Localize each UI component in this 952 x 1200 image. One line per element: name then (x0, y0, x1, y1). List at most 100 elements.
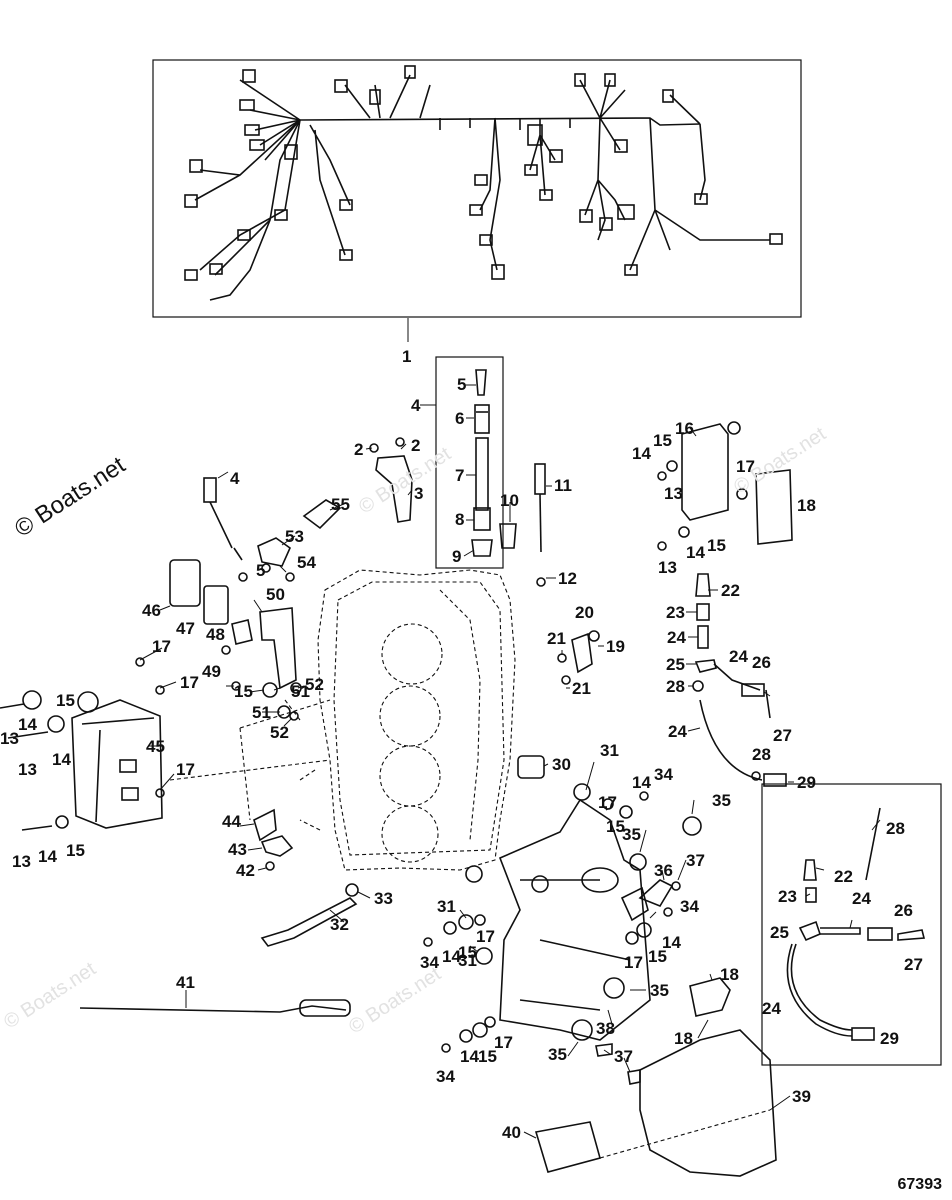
callout-29: 29 (880, 1029, 899, 1048)
callout-2: 2 (411, 436, 420, 455)
callout-25: 25 (770, 923, 789, 942)
callout-18: 18 (797, 496, 816, 515)
callout-49: 49 (202, 662, 221, 681)
callout-15: 15 (66, 841, 85, 860)
callout-48: 48 (206, 625, 225, 644)
callout-24: 24 (729, 647, 748, 666)
callout-38: 38 (596, 1019, 615, 1038)
engine-block-outline (284, 569, 516, 871)
callout-6: 6 (455, 409, 464, 428)
callout-4: 4 (411, 396, 421, 415)
callout-17: 17 (476, 927, 495, 946)
callout-35: 35 (548, 1045, 567, 1064)
callout-14: 14 (18, 715, 37, 734)
callout-51: 51 (291, 682, 310, 701)
dashed-assembly-line-3 (169, 759, 331, 781)
callout-54: 54 (297, 553, 316, 572)
callout-32: 32 (330, 915, 349, 934)
fuel-line-kit-box (761, 783, 942, 1066)
callout-29: 29 (797, 773, 816, 792)
callout-45: 45 (146, 737, 165, 756)
leader-lines (139, 384, 881, 1139)
callout-5: 5 (457, 375, 466, 394)
callout-51: 51 (252, 703, 271, 722)
callout-14: 14 (686, 543, 705, 562)
callout-31: 31 (458, 951, 477, 970)
callout-26: 26 (894, 901, 913, 920)
callout-17: 17 (152, 637, 171, 656)
callout-28: 28 (666, 677, 685, 696)
callout-34: 34 (420, 953, 439, 972)
callout-31: 31 (600, 741, 619, 760)
callout-7: 7 (455, 466, 464, 485)
callout-17: 17 (624, 953, 643, 972)
callout-14: 14 (38, 847, 57, 866)
callout-13: 13 (658, 558, 677, 577)
callout-17: 17 (598, 793, 617, 812)
callout-14: 14 (442, 947, 461, 966)
callout-46: 46 (142, 601, 161, 620)
callout-47: 47 (176, 619, 195, 638)
callout-44: 44 (222, 812, 241, 831)
callout-28: 28 (886, 819, 905, 838)
callout-35: 35 (650, 981, 669, 1000)
dashed-assembly-line-4 (599, 1109, 771, 1159)
callout-24: 24 (667, 628, 686, 647)
callout-25: 25 (666, 655, 685, 674)
callout-14: 14 (632, 773, 651, 792)
callout-17: 17 (494, 1033, 513, 1052)
callout-34: 34 (654, 765, 673, 784)
callout-22: 22 (834, 867, 853, 886)
callout-27: 27 (773, 726, 792, 745)
callout-55: 55 (331, 495, 350, 514)
callout-3: 3 (414, 484, 423, 503)
callout-14: 14 (52, 750, 71, 769)
callout-18: 18 (674, 1029, 693, 1048)
callout-14: 14 (632, 444, 651, 463)
callout-2: 2 (354, 440, 363, 459)
callout-15: 15 (234, 682, 253, 701)
sensor-kit-box (435, 356, 504, 569)
callout-24: 24 (852, 889, 871, 908)
callout-24: 24 (668, 722, 687, 741)
callout-4: 4 (230, 469, 240, 488)
callout-15: 15 (56, 691, 75, 710)
callout-20: 20 (575, 603, 594, 622)
callout-5: 5 (256, 561, 265, 580)
callout-15: 15 (707, 536, 726, 555)
callout-14: 14 (460, 1047, 479, 1066)
figure-number: 67393 (897, 1176, 943, 1193)
callout-13: 13 (18, 760, 37, 779)
callout-52: 52 (270, 723, 289, 742)
callout-12: 12 (558, 569, 577, 588)
sensor-kit-parts (471, 369, 493, 557)
component-parts (0, 421, 793, 1177)
callout-1: 1 (402, 347, 411, 366)
callout-18: 18 (720, 965, 739, 984)
callout-15: 15 (648, 947, 667, 966)
harness-box (152, 59, 802, 318)
callout-9: 9 (452, 547, 461, 566)
callout-15: 15 (653, 431, 672, 450)
callout-50: 50 (266, 585, 285, 604)
callout-13: 13 (12, 852, 31, 871)
callout-15: 15 (478, 1047, 497, 1066)
callout-15: 15 (458, 943, 477, 962)
callout-41: 41 (176, 973, 195, 992)
callout-43: 43 (228, 840, 247, 859)
callout-8: 8 (455, 510, 464, 529)
callout-17: 17 (176, 760, 195, 779)
callout-10: 10 (500, 491, 519, 510)
callout-26: 26 (752, 653, 771, 672)
callout-37: 37 (686, 851, 705, 870)
fuel-line-kit-parts (786, 807, 926, 1041)
callout-14: 14 (662, 933, 681, 952)
wiring-harness (184, 65, 783, 301)
callout-40: 40 (502, 1123, 521, 1142)
callout-11: 11 (554, 476, 572, 495)
callout-42: 42 (236, 861, 255, 880)
callout-17: 17 (736, 457, 755, 476)
callout-15: 15 (606, 817, 625, 836)
callout-17: 17 (180, 673, 199, 692)
callout-35: 35 (712, 791, 731, 810)
